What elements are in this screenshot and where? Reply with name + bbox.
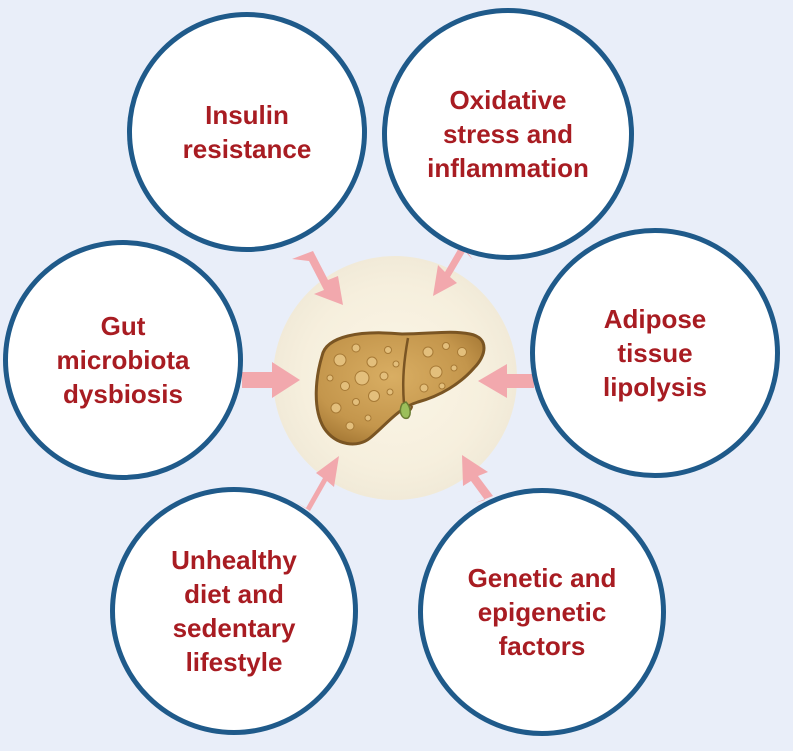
factor-label: Genetic and epigenetic factors bbox=[467, 563, 617, 661]
factor-circle-adipose-lipolysis: Adipose tissue lipolysis bbox=[530, 228, 780, 478]
factor-label: Unhealthy diet and sedentary lifestyle bbox=[171, 545, 297, 677]
factor-circle-genetic-factors: Genetic and epigenetic factors bbox=[418, 488, 666, 736]
factor-circle-diet-lifestyle: Unhealthy diet and sedentary lifestyle bbox=[110, 487, 358, 735]
arrow-adipose bbox=[478, 364, 534, 398]
factor-label: Insulin resistance bbox=[182, 100, 312, 164]
liver-body bbox=[314, 330, 486, 446]
gallbladder bbox=[399, 401, 411, 420]
arrow-gut bbox=[242, 362, 300, 398]
factor-circle-gut-dysbiosis: Gut microbiota dysbiosis bbox=[3, 240, 243, 480]
arrow-insulin bbox=[292, 251, 343, 305]
factor-circle-insulin-resistance: Insulin resistance bbox=[127, 12, 367, 252]
arrow-oxidative bbox=[433, 246, 473, 296]
factor-label: Adipose tissue lipolysis bbox=[602, 304, 708, 402]
fat-droplets bbox=[326, 342, 467, 431]
arrow-genetic bbox=[462, 455, 493, 503]
arrow-diet bbox=[296, 456, 339, 511]
factor-circle-oxidative-stress: Oxidative stress and inflammation bbox=[382, 8, 634, 260]
fatty-liver-icon bbox=[314, 330, 486, 446]
factor-label: Gut microbiota dysbiosis bbox=[56, 311, 190, 409]
factor-label: Oxidative stress and inflammation bbox=[427, 85, 589, 183]
